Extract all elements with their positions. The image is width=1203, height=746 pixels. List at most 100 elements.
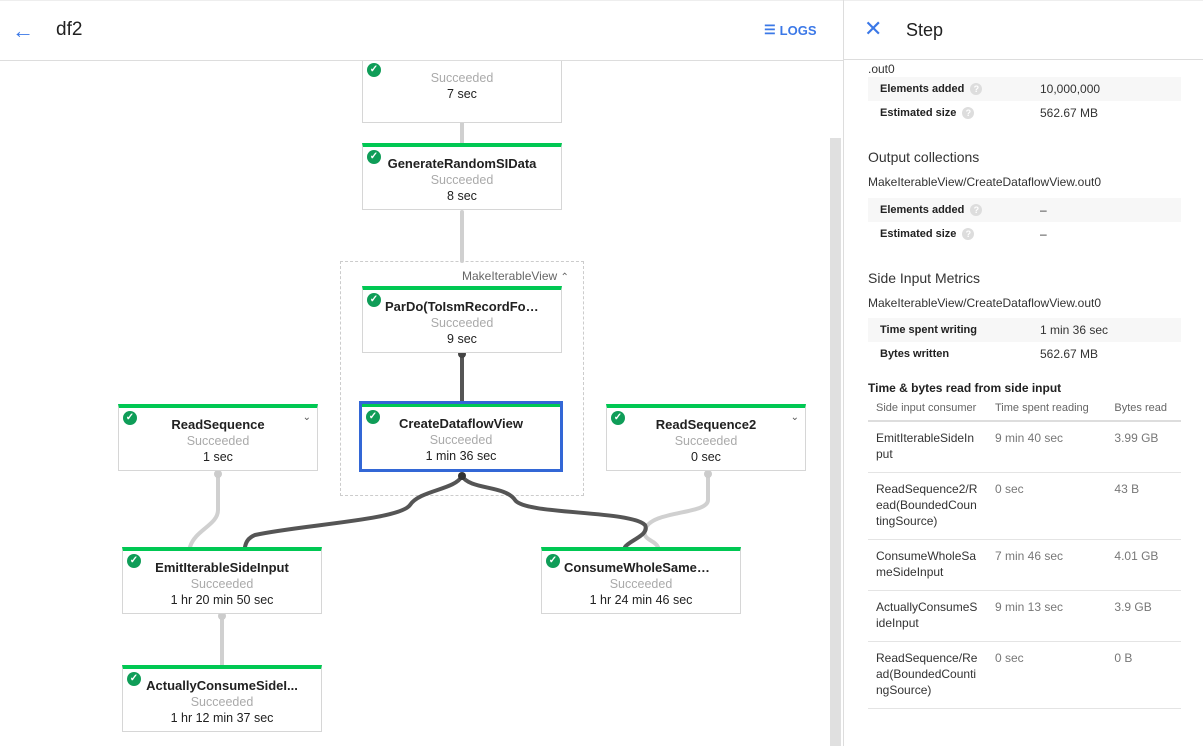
node-duration: 8 sec (447, 189, 477, 203)
node-status: Succeeded (190, 695, 254, 709)
logs-button[interactable]: ☰LOGS (764, 22, 817, 38)
bytes-cell: 3.99 GB (1106, 421, 1181, 473)
help-icon[interactable]: ? (970, 204, 983, 216)
side-input-table: Side input consumer Time spent reading B… (868, 398, 1181, 709)
help-icon[interactable]: ? (962, 107, 975, 119)
node-status: Succeeded (430, 71, 494, 85)
node-name: ConsumeWholeSameSi... (564, 560, 721, 575)
consumer-cell: ReadSequence2/Read(BoundedCountingSource… (868, 472, 987, 540)
output-collections-heading: Output collections (868, 149, 980, 165)
node-name: ParDo(ToIsmRecordFor... (385, 299, 541, 314)
table-row: ReadSequence/Read(BoundedCountingSource)… (868, 641, 1181, 709)
read-table-heading: Time & bytes read from side input (868, 381, 1062, 395)
chevron-up-icon: ⌃ (560, 272, 569, 283)
edge (243, 474, 464, 549)
node-status: Succeeded (430, 316, 494, 330)
output-collection-name: MakeIterableView/CreateDataflowView.out0 (868, 175, 1102, 189)
edge-port (458, 472, 466, 480)
metric-row: Estimated size?– (880, 227, 1047, 241)
side-input-name: MakeIterableView/CreateDataflowView.out0 (868, 296, 1102, 310)
node-status: Succeeded (609, 577, 673, 591)
node-status: Succeeded (186, 434, 250, 448)
metric-row: Elements added?10,000,000 (868, 77, 1181, 101)
step-panel: ✕ Step .out0 Elements added?10,000,000 E… (843, 0, 1203, 746)
edge-port (218, 612, 226, 620)
edge (642, 472, 710, 549)
time-cell: 0 sec (987, 641, 1107, 709)
column-header: Time spent reading (987, 398, 1107, 422)
node-duration: 1 sec (203, 450, 233, 464)
graph-scrollbar[interactable] (830, 138, 841, 746)
check-circle-icon: ✓ (366, 410, 380, 424)
bytes-cell: 43 B (1106, 472, 1181, 540)
time-cell: 0 sec (987, 472, 1107, 540)
check-circle-icon: ✓ (367, 293, 381, 307)
consumer-cell: ConsumeWholeSameSideInput (868, 539, 987, 591)
column-header: Bytes read (1106, 398, 1181, 422)
time-cell: 9 min 13 sec (987, 590, 1107, 642)
node-status: Succeeded (674, 434, 738, 448)
node-status: Succeeded (429, 433, 493, 447)
consumer-cell: EmitIterableSideInput (868, 421, 987, 473)
help-icon[interactable]: ? (962, 228, 975, 240)
consumer-cell: ReadSequence/Read(BoundedCountingSource) (868, 641, 987, 709)
node-status: Succeeded (430, 173, 494, 187)
metric-row: Elements added?– (868, 198, 1181, 222)
edge (460, 474, 648, 549)
metric-row: Estimated size?562.67 MB (880, 106, 1099, 120)
node-duration: 0 sec (691, 450, 721, 464)
table-row: ReadSequence2/Read(BoundedCountingSource… (868, 472, 1181, 540)
node-name: CreateDataflowView (398, 416, 524, 431)
node-duration: 1 hr 20 min 50 sec (170, 593, 274, 607)
node-duration: 9 sec (447, 332, 477, 346)
bytes-cell: 0 B (1106, 641, 1181, 709)
node-duration: 7 sec (447, 87, 477, 101)
node-duration: 1 hr 12 min 37 sec (170, 711, 274, 725)
back-button[interactable]: ← (12, 18, 34, 43)
chevron-down-icon[interactable]: ⌄ (790, 412, 799, 423)
bytes-cell: 4.01 GB (1106, 539, 1181, 591)
close-icon[interactable]: ✕ (864, 16, 883, 41)
list-icon: ☰ (764, 22, 776, 37)
side-input-heading: Side Input Metrics (868, 270, 981, 286)
node-name: EmitIterableSideInput (155, 560, 289, 575)
edge (188, 472, 220, 549)
check-circle-icon: ✓ (546, 554, 560, 568)
job-name: df2 (56, 19, 83, 40)
node-name: ReadSequence (171, 417, 265, 432)
check-circle-icon: ✓ (127, 554, 141, 568)
check-circle-icon: ✓ (123, 411, 137, 425)
bytes-cell: 3.9 GB (1106, 590, 1181, 642)
help-icon[interactable]: ? (970, 83, 983, 95)
graph-canvas[interactable]: MakeIterableView ⌃ ✓ Succeeded 7 sec ✓ Gener… (0, 61, 843, 746)
time-cell: 7 min 46 sec (987, 539, 1107, 591)
panel-title: Step (906, 20, 944, 40)
time-cell: 9 min 40 sec (987, 421, 1107, 473)
chevron-down-icon[interactable]: ⌄ (302, 412, 311, 423)
graph-node[interactable]: ✓ ConsumeWholeSameSi... Succeeded 1 hr 24 m… (541, 547, 741, 614)
check-circle-icon: ✓ (127, 672, 141, 686)
check-circle-icon: ✓ (611, 411, 625, 425)
node-duration: 1 hr 24 min 46 sec (589, 593, 693, 607)
node-duration: 1 min 36 sec (425, 449, 497, 463)
top-bar: ← df2 ☰LOGS (0, 0, 843, 61)
edge-port (704, 470, 712, 478)
node-name: GenerateRandomSIData (387, 156, 537, 171)
graph-node[interactable]: ✓ ParDo(ToIsmRecordFor... Succeeded 9 sec (362, 286, 562, 353)
input-collection-name: .out0 (868, 62, 895, 76)
group-label[interactable]: MakeIterableView ⌃ (462, 269, 569, 283)
consumer-cell: ActuallyConsumeSideInput (868, 590, 987, 642)
edge-port (214, 470, 222, 478)
